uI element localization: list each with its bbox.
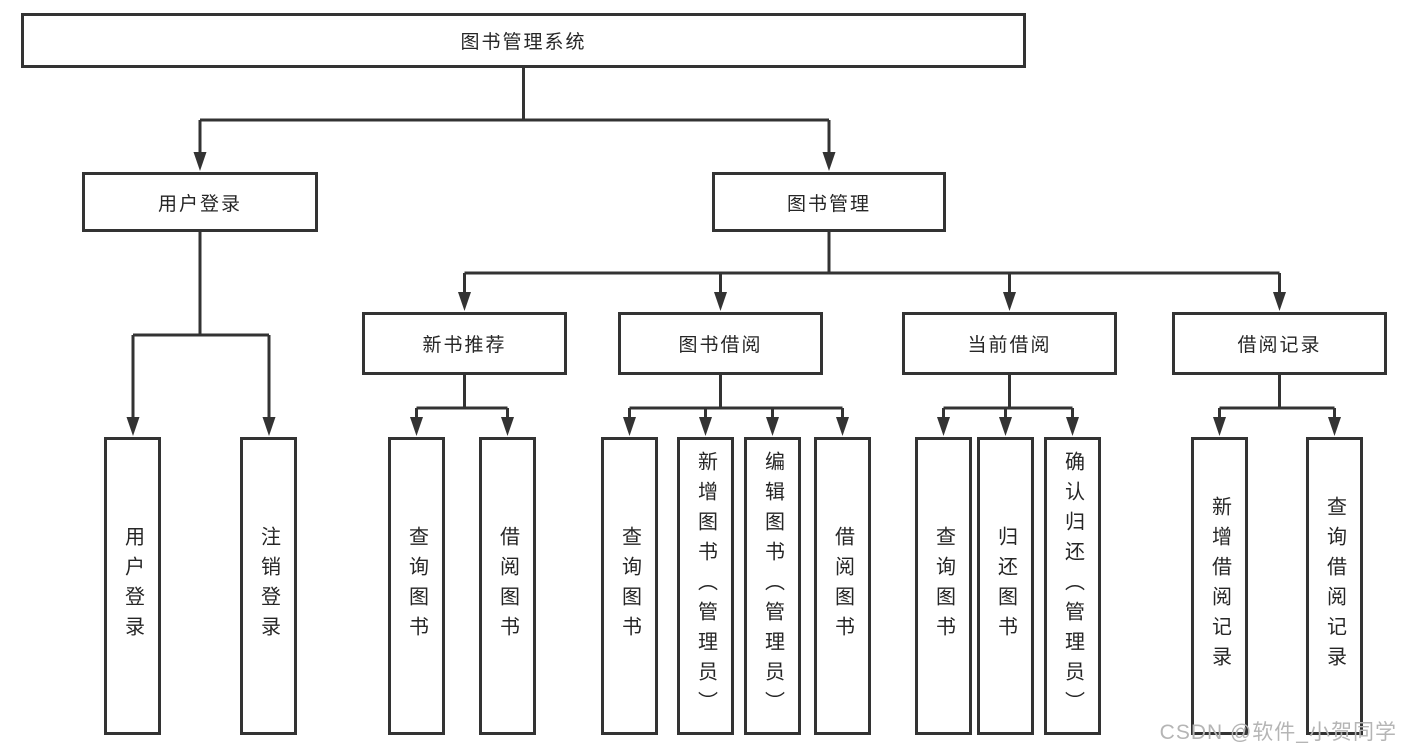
node-label: 用户登录	[157, 193, 242, 215]
node-book-borrowing: 图书借阅	[618, 312, 823, 375]
node-borrow-records: 借阅记录	[1172, 312, 1387, 375]
node-label: 图书管理	[786, 193, 871, 215]
node-label: 借阅图书	[831, 526, 854, 646]
node-label: 借阅图书	[496, 526, 519, 646]
node-label: 新书推荐	[422, 335, 507, 356]
node-user-login-group: 用户登录	[82, 172, 318, 232]
node-current-borrowing: 当前借阅	[902, 312, 1117, 375]
node-label: 图书借阅	[678, 335, 763, 356]
node-label: 新增图书（管理员）	[694, 451, 717, 721]
leaf-user-login: 用户登录	[104, 437, 161, 735]
leaf-query-books-borrow: 查询图书	[601, 437, 658, 735]
node-label: 图书管理系统	[460, 32, 587, 53]
node-label: 查询借阅记录	[1323, 496, 1346, 676]
leaf-add-books-admin: 新增图书（管理员）	[677, 437, 734, 735]
node-book-management: 图书管理	[712, 172, 946, 232]
csdn-watermark: CSDN @软件_小贺同学	[1159, 721, 1397, 744]
leaf-borrow-books-recommend: 借阅图书	[479, 437, 536, 735]
leaf-query-books-recommend: 查询图书	[388, 437, 445, 735]
leaf-query-borrow-record: 查询借阅记录	[1306, 437, 1363, 735]
leaf-borrow-books: 借阅图书	[814, 437, 871, 735]
node-label: 查询图书	[405, 526, 428, 646]
node-label: 当前借阅	[967, 335, 1052, 356]
node-label: 借阅记录	[1237, 335, 1322, 356]
leaf-query-books-current: 查询图书	[915, 437, 972, 735]
leaf-return-books: 归还图书	[977, 437, 1034, 735]
node-label: 新增借阅记录	[1208, 496, 1231, 676]
node-label: 用户登录	[121, 526, 144, 646]
node-label: 查询图书	[618, 526, 641, 646]
node-label: 注销登录	[257, 526, 280, 646]
node-label: 编辑图书（管理员）	[761, 451, 784, 721]
node-root-system: 图书管理系统	[21, 13, 1026, 68]
leaf-confirm-return-admin: 确认归还（管理员）	[1044, 437, 1101, 735]
node-label: 归还图书	[994, 526, 1017, 646]
node-new-book-recommend: 新书推荐	[362, 312, 567, 375]
leaf-edit-books-admin: 编辑图书（管理员）	[744, 437, 801, 735]
node-label: 确认归还（管理员）	[1061, 451, 1084, 721]
node-label: 查询图书	[932, 526, 955, 646]
leaf-logout: 注销登录	[240, 437, 297, 735]
leaf-add-borrow-record: 新增借阅记录	[1191, 437, 1248, 735]
